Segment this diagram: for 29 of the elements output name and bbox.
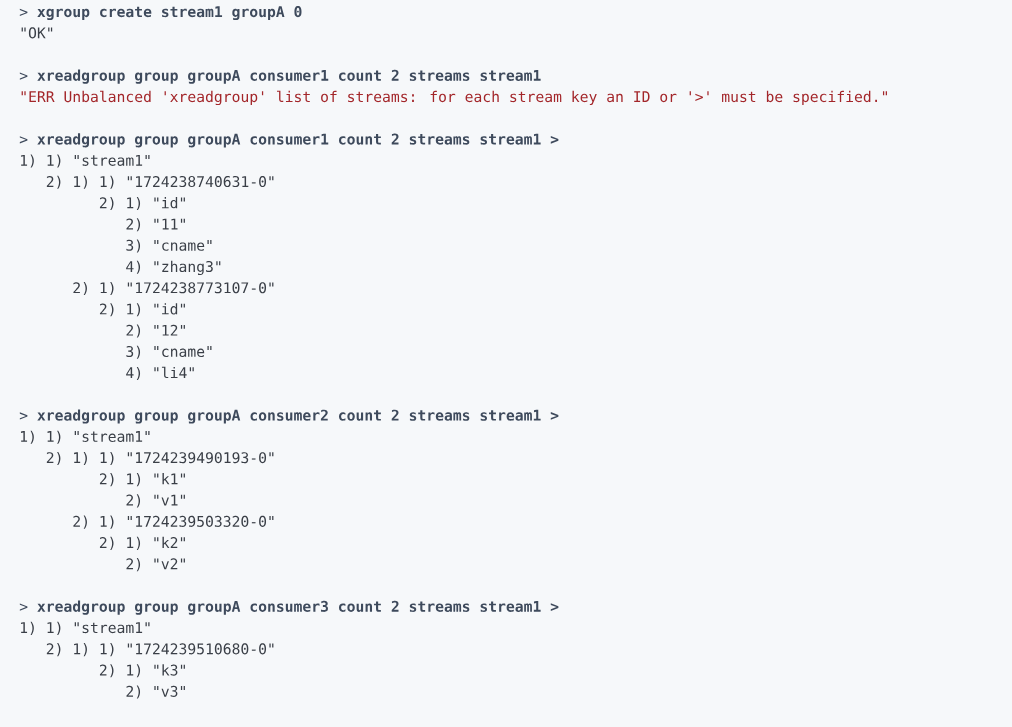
output-line: 2) 1) "1724238773107-0": [73, 281, 274, 296]
output-line: 4) "li4": [126, 366, 194, 380]
output-line: 2) 1) "k3": [99, 664, 185, 678]
output-line: 2) "v2": [126, 558, 185, 572]
output-line: 2) 1) 1) "1724238740631-0": [46, 175, 274, 189]
command-line: > xreadgroup group groupA consumer2 count 2 streams stream1 >: [19, 409, 559, 424]
output-line: 2) 1) "k2": [99, 536, 185, 550]
output-line: 1) 1) "stream1": [20, 154, 150, 168]
output-line: 2) 1) "1724239503320-0": [73, 515, 274, 529]
output-line: 2) 1) 1) "1724239490193-0": [46, 451, 274, 465]
output-line: 1) 1) "stream1": [20, 430, 150, 444]
output-line: "OK": [21, 27, 53, 39]
output-line: 2) 1) "id": [99, 197, 185, 211]
output-line: 3) "cname": [126, 345, 212, 359]
command-line: > xreadgroup group groupA consumer1 count 2 streams stream1: [19, 69, 541, 84]
command-line: > xgroup create stream1 groupA 0: [19, 6, 302, 21]
output-line: 2) "v1": [126, 494, 185, 508]
command-line: > xreadgroup group groupA consumer3 count 2 streams stream1 >: [19, 600, 559, 615]
output-line: 2) "11": [126, 218, 185, 232]
output-line: 1) 1) "stream1": [20, 621, 150, 635]
output-line: 2) "12": [126, 324, 185, 338]
output-line: 3) "cname": [126, 239, 212, 253]
command-line: > xreadgroup group groupA consumer1 count 2 streams stream1 >: [19, 133, 559, 148]
output-line: 2) "v3": [126, 685, 185, 699]
output-line: 2) 1) "k1": [99, 473, 185, 487]
output-line: 2) 1) "id": [99, 303, 185, 317]
output-line: 2) 1) 1) "1724239510680-0": [46, 643, 274, 657]
output-line: 4) "zhang3": [126, 260, 221, 276]
error-message: "ERR Unbalanced 'xreadgroup' list of streams: for each stream key an ID or '>' must be specified.": [21, 90, 887, 106]
